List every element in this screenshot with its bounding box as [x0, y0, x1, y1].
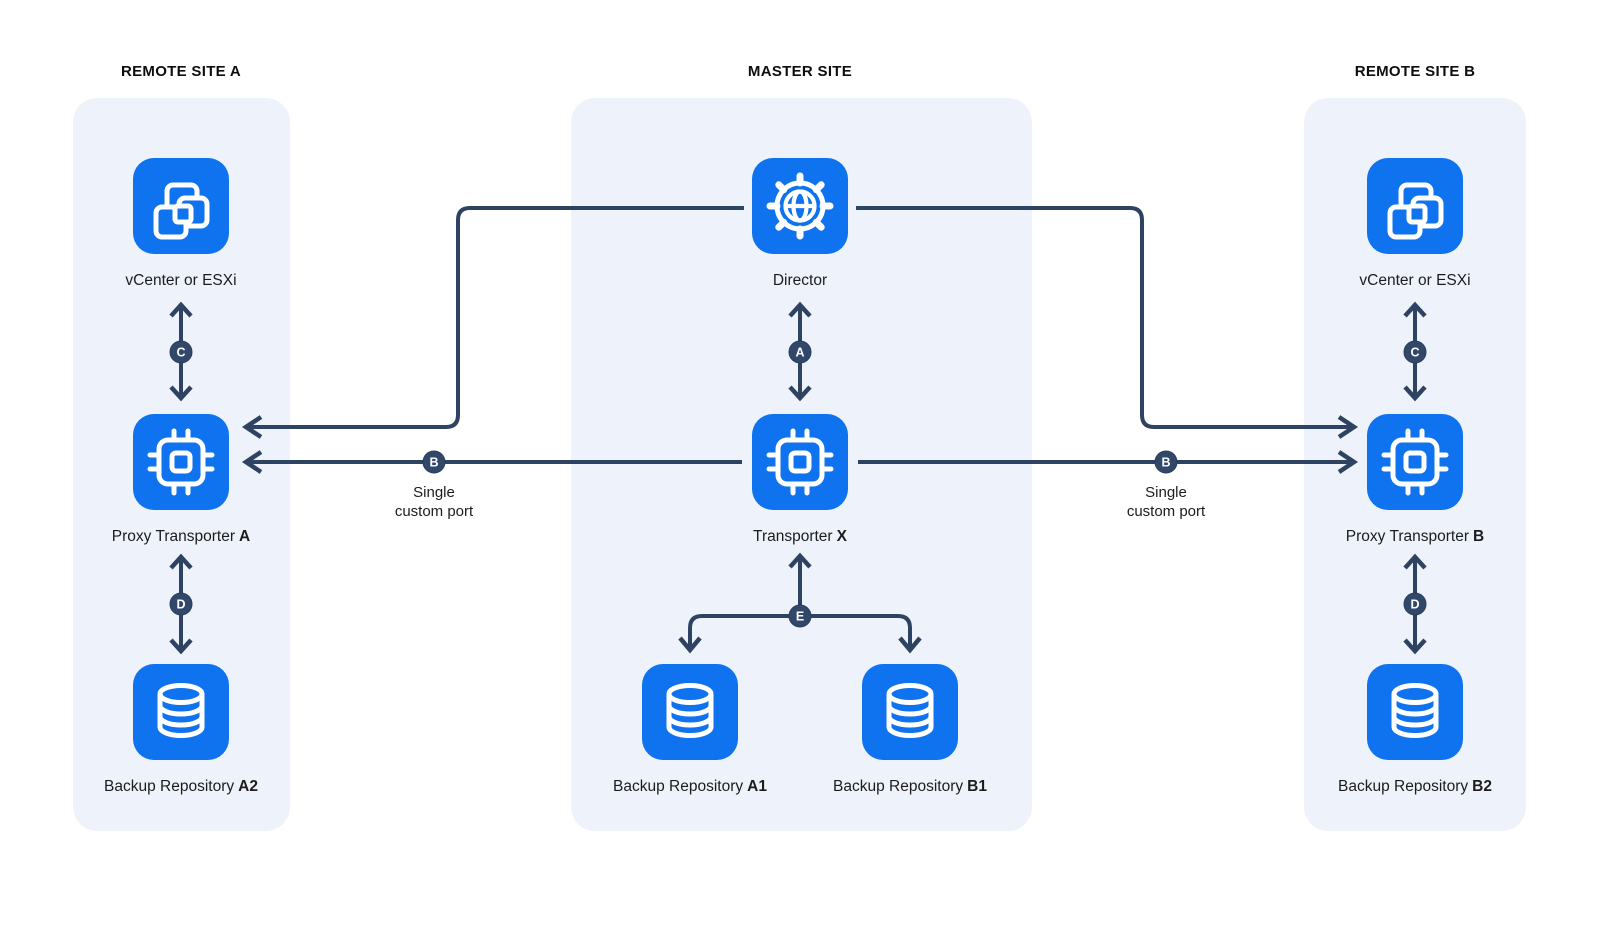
arrowhead-down-icon — [169, 638, 193, 655]
node-label: vCenter or ESXi — [1359, 272, 1471, 289]
arrowhead-down-icon — [788, 385, 812, 402]
cpu-chip-icon — [752, 414, 848, 510]
database-icon — [642, 664, 738, 760]
arrowhead-left-icon — [241, 415, 263, 439]
node-label: vCenter or ESXi — [125, 272, 237, 289]
remote-site-a-title: REMOTE SITE A — [120, 63, 242, 80]
arrowhead-up-icon — [788, 301, 812, 318]
badge-d-right: D — [1403, 592, 1427, 616]
badge-b-right: B — [1154, 450, 1178, 474]
arrowhead-up-icon — [788, 552, 812, 569]
database-icon — [133, 664, 229, 760]
arrowhead-down-icon — [169, 385, 193, 402]
arrowhead-right-icon — [1337, 415, 1359, 439]
arrowhead-up-icon — [169, 301, 193, 318]
node-vcenter-a: vCenter or ESXi — [71, 158, 291, 290]
arrowhead-down-icon — [1403, 638, 1427, 655]
node-director: Director — [690, 158, 910, 290]
single-custom-port-label-right: Single custom port — [1126, 484, 1206, 520]
arrowhead-down-icon — [898, 636, 922, 654]
connector-director-to-proxy-b — [856, 206, 1353, 429]
badge-a: A — [788, 340, 812, 364]
arrowhead-down-icon — [678, 636, 702, 654]
arrowhead-left-icon — [241, 450, 263, 474]
single-custom-port-label-left: Single custom port — [394, 484, 474, 520]
node-label: Director — [772, 272, 828, 289]
cpu-chip-icon — [1367, 414, 1463, 510]
arrowhead-up-icon — [169, 553, 193, 570]
badge-c-right: C — [1403, 340, 1427, 364]
database-icon — [1367, 664, 1463, 760]
badge-c-left: C — [169, 340, 193, 364]
master-site-title: MASTER SITE — [747, 63, 853, 80]
badge-b-left: B — [422, 450, 446, 474]
badge-d-left: D — [169, 592, 193, 616]
arrowhead-down-icon — [1403, 385, 1427, 402]
arrowhead-right-icon — [1337, 450, 1359, 474]
cpu-chip-icon — [133, 414, 229, 510]
badge-e: E — [788, 604, 812, 628]
vsphere-squares-icon — [1367, 158, 1463, 254]
remote-site-b-title: REMOTE SITE B — [1354, 63, 1476, 80]
vsphere-squares-icon — [133, 158, 229, 254]
node-vcenter-b: vCenter or ESXi — [1305, 158, 1525, 290]
gear-globe-icon — [752, 158, 848, 254]
database-icon — [862, 664, 958, 760]
connector-director-to-proxy-a — [247, 206, 744, 429]
arrowhead-up-icon — [1403, 553, 1427, 570]
arrowhead-up-icon — [1403, 301, 1427, 318]
